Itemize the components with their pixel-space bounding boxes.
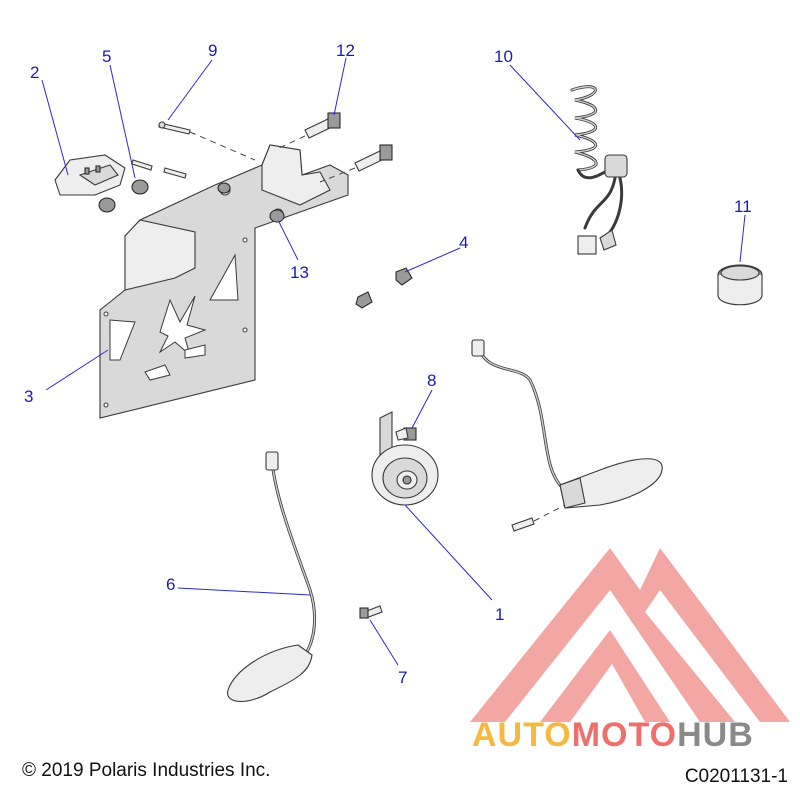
light-screws [131, 159, 187, 179]
flasher-relay [717, 264, 763, 306]
callout-10: 10 [494, 47, 513, 66]
callout-11: 11 [734, 197, 752, 216]
screw-7 [359, 605, 383, 619]
callout-7: 7 [398, 668, 407, 687]
callout-1: 1 [495, 605, 504, 624]
callout-5: 5 [102, 47, 111, 66]
nut-4 [355, 267, 413, 309]
callout-13: 13 [290, 263, 309, 282]
watermark-logo-icon [470, 548, 790, 722]
callout-3: 3 [24, 387, 33, 406]
bracket-nut-13 [217, 182, 285, 223]
leader-lines [41, 57, 746, 666]
bolt-bracket-right [319, 144, 393, 183]
callout-4: 4 [459, 233, 468, 252]
turn-signal-left [227, 451, 316, 703]
callout-9: 9 [208, 41, 217, 60]
grommet-5 [98, 179, 149, 213]
screw-8 [395, 427, 417, 441]
turn-signal-right [471, 339, 663, 532]
watermark-text: AUTOMOTOHUB [472, 716, 754, 755]
watermark-text-auto: AUTO [472, 716, 572, 754]
copyright-notice: © 2019 Polaris Industries Inc. [22, 760, 271, 781]
screw-9 [158, 121, 256, 161]
bolt-12 [274, 112, 341, 151]
license-plate-light [54, 154, 126, 196]
horn [371, 411, 439, 506]
watermark-text-hub: HUB [677, 716, 754, 754]
diagram-id: C0201131-1 [684, 766, 788, 787]
callout-6: 6 [166, 575, 175, 594]
callout-12: 12 [336, 41, 355, 60]
callout-labels: 1 2 3 4 5 6 7 8 9 10 11 12 13 [24, 41, 752, 687]
coiled-harness [570, 85, 628, 255]
callout-8: 8 [427, 371, 436, 390]
watermark-text-moto: MOTO [571, 716, 678, 754]
callout-2: 2 [30, 63, 39, 82]
